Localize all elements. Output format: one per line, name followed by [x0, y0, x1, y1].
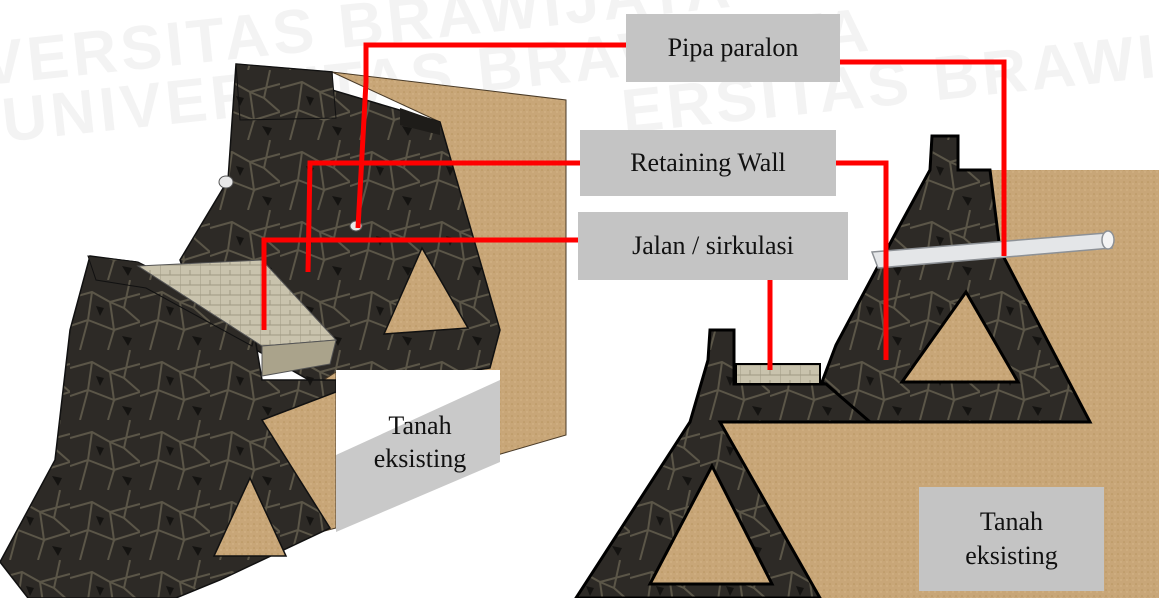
- leader-retaining-left: [305, 160, 580, 273]
- section-pipe-end: [1101, 230, 1115, 250]
- section-lower-triangle: [647, 462, 775, 586]
- upper-wall-cap: [235, 63, 337, 121]
- leader-retaining-right: [836, 160, 889, 360]
- leader-pipa-right: [840, 59, 1007, 256]
- pipe-end-left: [218, 175, 234, 189]
- tanah-right-line-2: eksisting: [965, 541, 1058, 570]
- section-walkway: [735, 363, 821, 385]
- tanah-right-line-1: Tanah: [979, 507, 1044, 537]
- upper-soil-triangle: [382, 246, 470, 335]
- leader-lines: [261, 42, 1007, 370]
- section-pipe: [870, 232, 1114, 269]
- label-jalan-sirkulasi: Jalan / sirkulasi: [578, 212, 848, 280]
- soil-block-back: [331, 71, 567, 461]
- label-pipa-paralon: Pipa paralon: [626, 14, 840, 82]
- section-upper-triangle: [899, 289, 1021, 384]
- section-upper-wall: [820, 134, 1093, 424]
- walkway-edge: [261, 339, 337, 377]
- label-tanah-eksisting-right: Tanah eksisting: [919, 487, 1104, 591]
- lower-soil-triangle: [212, 476, 288, 557]
- tanah-left-line-1: Tanah: [388, 411, 452, 440]
- label-tanah-eksisting-left: Tanah eksisting: [350, 410, 490, 475]
- leader-pipa-left: [355, 42, 628, 229]
- leader-jalan-left: [261, 237, 578, 330]
- upper-cap-notch: [400, 108, 440, 135]
- label-retaining-wall: Retaining Wall: [580, 130, 836, 196]
- tanah-label-panel-left: [336, 380, 500, 532]
- perspective-view: [0, 63, 567, 598]
- tanah-left-line-2: eksisting: [373, 443, 467, 473]
- lower-wall-parapet: [87, 255, 259, 347]
- section-lower-wall: [574, 328, 875, 598]
